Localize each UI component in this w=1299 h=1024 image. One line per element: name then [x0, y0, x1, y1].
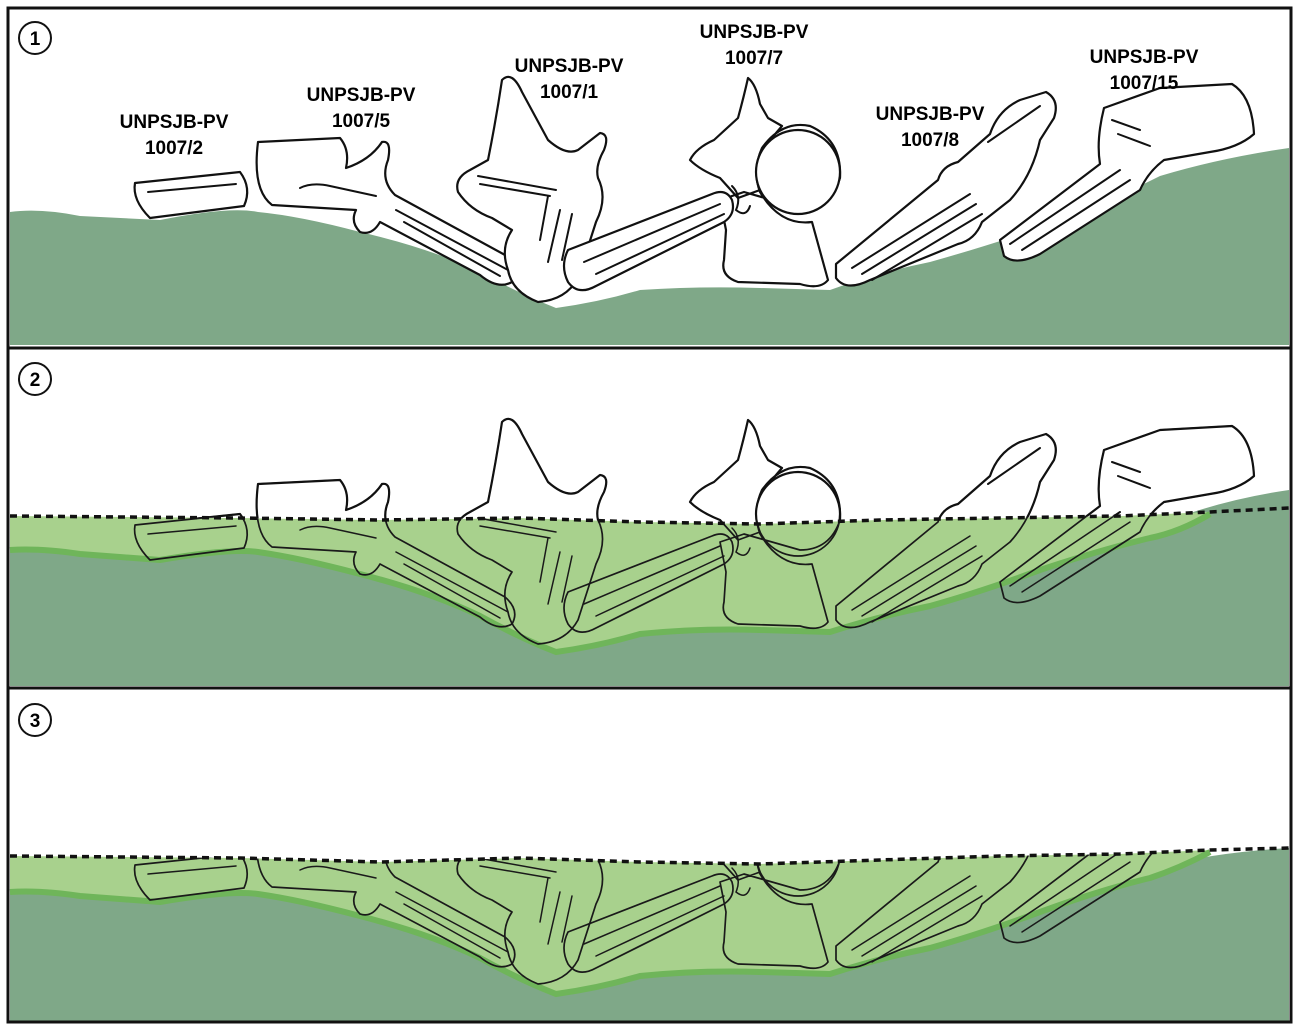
panel-3: 3	[8, 688, 1291, 1022]
specimen-label-line2: 1007/2	[145, 138, 203, 159]
specimen-label-line2: 1007/7	[725, 48, 783, 69]
panel-2-number: 2	[30, 370, 41, 391]
specimen-label-line2: 1007/5	[332, 111, 391, 132]
specimen-label-line1: UNPSJB-PV	[307, 85, 416, 106]
specimen-label-line1: UNPSJB-PV	[1090, 47, 1199, 68]
panel-1-number: 1	[30, 29, 41, 50]
specimen-label-line2: 1007/15	[1110, 73, 1179, 94]
specimen-label-line1: UNPSJB-PV	[120, 112, 229, 133]
specimen-label-line1: UNPSJB-PV	[515, 56, 624, 77]
panel-1: 1 UNPSJB-PV 1007/2 UNPSJB-PV 1007/5 UNPS…	[8, 8, 1291, 348]
specimen-label-line2: 1007/8	[901, 130, 959, 151]
panel-1-number-badge: 1	[19, 22, 51, 54]
panel-2-number-badge: 2	[19, 363, 51, 395]
specimen-label-line1: UNPSJB-PV	[700, 22, 809, 43]
panel-3-number: 3	[30, 711, 41, 732]
specimen-label-line2: 1007/1	[540, 82, 599, 103]
panel-2: 2	[8, 348, 1291, 688]
panel-3-number-badge: 3	[19, 704, 51, 736]
specimen-label-line1: UNPSJB-PV	[876, 104, 985, 125]
